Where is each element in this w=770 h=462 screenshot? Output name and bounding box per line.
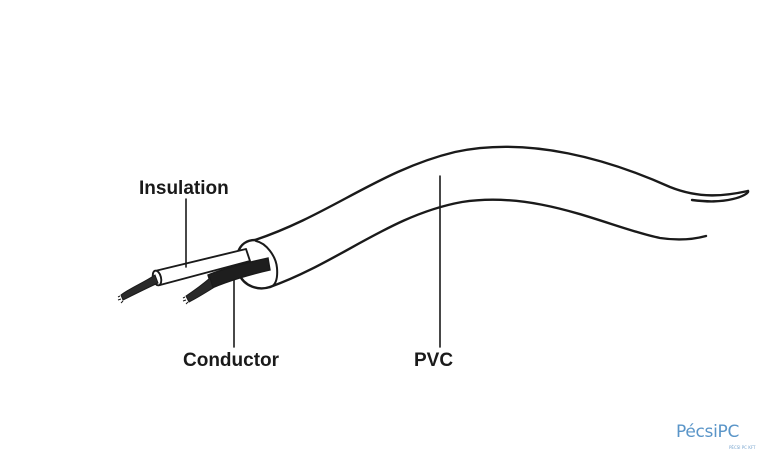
pvc-jacket-top-edge: [253, 145, 750, 242]
pvc-jacket-tail: [690, 189, 750, 203]
leader-lines: [185, 175, 441, 348]
conductor-strand-tips-2: [182, 296, 189, 305]
pecsipc-watermark-logo: PécsiPC PÉCSI PC KFT: [676, 424, 766, 456]
second-wire: [182, 257, 271, 305]
pvc-cut-end-inner: [255, 240, 279, 288]
conductor-label: Conductor: [183, 350, 280, 371]
pvc-jacket-bottom-edge: [268, 198, 708, 289]
pvc-jacket: [253, 145, 750, 289]
conductor-strands-1: [120, 274, 159, 301]
watermark-brand: PécsiPC: [676, 422, 740, 442]
watermark-tagline: PÉCSI PC KFT: [729, 445, 756, 450]
conductor-strand-tips-1: [117, 295, 124, 304]
pvc-label: PVC: [414, 350, 454, 371]
insulated-wire: [117, 248, 251, 304]
second-wire-sleeve: [207, 257, 271, 289]
conductor-strands-2: [185, 277, 214, 303]
insulation-label: Insulation: [139, 178, 229, 199]
